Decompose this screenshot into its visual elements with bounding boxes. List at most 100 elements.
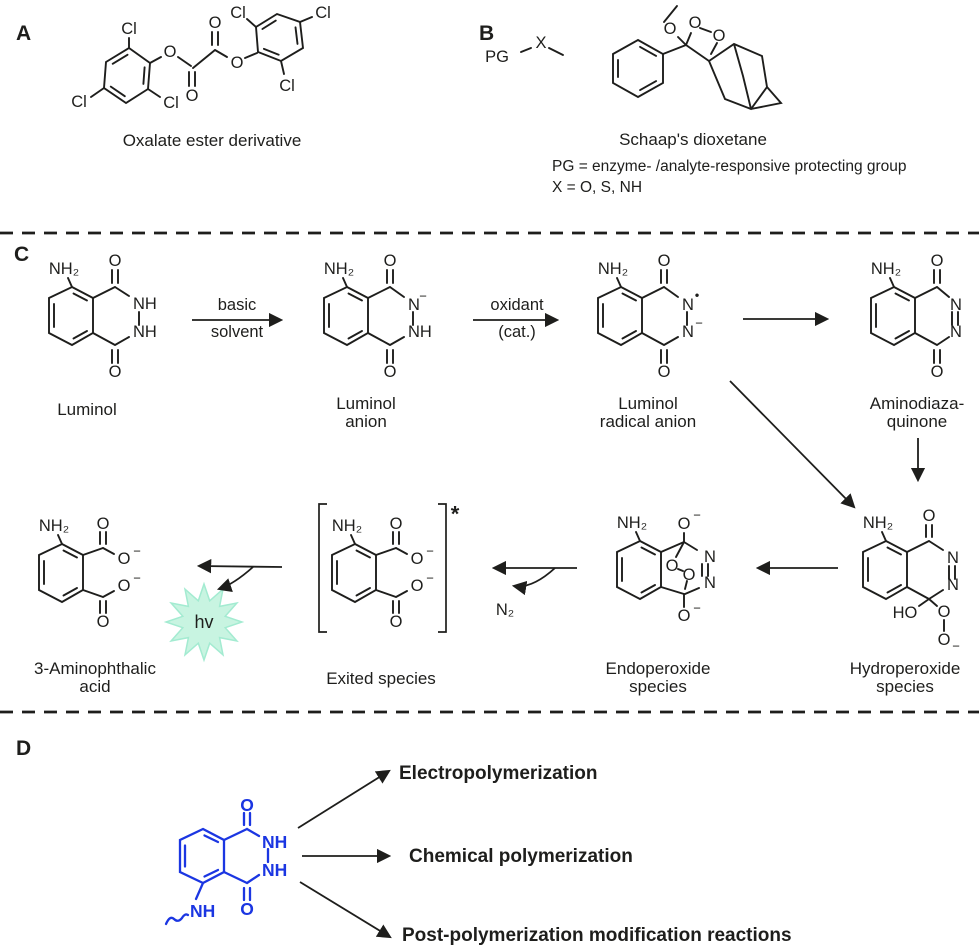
arrow-diagonal-to-hydroperoxide [729, 380, 856, 509]
right-bracket [438, 503, 447, 633]
structure-schaaps-dioxetane: PG X O O O [485, 5, 783, 111]
note-x-definition: X = O, S, NH [552, 179, 643, 196]
atom-o: O [164, 43, 177, 61]
hv-star [163, 581, 245, 663]
charge-minus: − [952, 639, 960, 654]
panel-label-b: B [479, 22, 495, 45]
caption-endoperoxide: Endoperoxide species [606, 660, 711, 696]
caption-line: Luminol [618, 394, 678, 413]
caption-hydroperoxide: Hydroperoxide species [850, 660, 961, 696]
caption-luminol: Luminol [57, 400, 117, 419]
atom-n: N [950, 323, 962, 341]
caption-aminodiazaquinone: Aminodiaza- quinone [870, 395, 965, 431]
structure-luminol-radical-anion: NH₂ O N • N − O [597, 252, 703, 381]
structure-luminol-anion: NH₂ O N − NH O [323, 252, 432, 381]
caption-line: Luminol [336, 394, 396, 413]
atom-nh: NH [133, 295, 157, 313]
atom-o: O [109, 363, 122, 381]
atom-o: O [231, 54, 244, 72]
atom-o: O [384, 252, 397, 270]
panel-label-a: A [16, 22, 32, 45]
atom-o: O [384, 363, 397, 381]
structure-endoperoxide: NH₂ O − O O N N O − [616, 508, 716, 625]
atom-nh2: NH₂ [617, 514, 647, 532]
atom-n: N [947, 576, 959, 594]
atom-nh2: NH₂ [332, 517, 362, 535]
caption-line: species [876, 677, 934, 696]
atom-n: N [947, 549, 959, 567]
structure-oxalate-ester: Cl Cl Cl O O O O Cl Cl Cl [71, 4, 331, 112]
caption-schaaps-dioxetane: Schaap's dioxetane [619, 130, 767, 149]
charge-minus: − [426, 544, 434, 559]
caption-excited-species: Exited species [326, 669, 436, 688]
atom-o: O [186, 87, 199, 105]
structure-aminodiazaquinone: NH₂ O N N O [870, 252, 962, 381]
atom-o: O [658, 363, 671, 381]
atom-n: N [950, 296, 962, 314]
atom-n: N [682, 296, 694, 314]
structure-aminophthalic-acid: NH₂ O O − O − O [38, 515, 141, 631]
structure-luminol: NH₂ O NH NH O [48, 252, 157, 381]
charge-minus: − [133, 544, 141, 559]
note-protecting-group: PG = enzyme- /analyte-responsive protect… [552, 158, 907, 175]
atom-nh: NH [408, 323, 432, 341]
structure-hydroperoxide: NH₂ O N N HO O O − [862, 507, 960, 654]
atom-nh2: NH₂ [871, 260, 901, 278]
atom-o: O [118, 577, 131, 595]
atom-nh2: NH₂ [39, 517, 69, 535]
atom-cl: Cl [163, 94, 179, 112]
atom-o: O [931, 252, 944, 270]
atom-o: O [666, 557, 679, 575]
caption-line: Hydroperoxide [849, 659, 961, 678]
atom-x: X [535, 34, 546, 52]
starburst-shape [163, 581, 245, 663]
panel-label-c: C [14, 243, 30, 266]
atom-o: O [658, 252, 671, 270]
atom-nh2: NH₂ [863, 514, 893, 532]
caption-line: acid [79, 677, 111, 696]
arrow-post-polymerization [299, 881, 392, 939]
atom-o: O [931, 363, 944, 381]
target-post-polymerization: Post-polymerization modification reactio… [402, 925, 792, 946]
caption-line: species [629, 677, 687, 696]
polymer-wavy-bond [164, 913, 190, 926]
charge-minus: − [693, 508, 701, 523]
atom-o: O [411, 550, 424, 568]
target-electropolymerization: Electropolymerization [399, 763, 598, 784]
atom-o: O [109, 252, 122, 270]
atom-pg: PG [485, 48, 509, 66]
caption-line: radical anion [599, 412, 697, 431]
atom-o: O [240, 899, 254, 919]
target-chemical-polymerization: Chemical polymerization [409, 846, 633, 867]
atom-o: O [390, 613, 403, 631]
atom-nh: NH [133, 323, 157, 341]
caption-line: 3-Aminophthalic [34, 659, 156, 678]
atom-o: O [97, 515, 110, 533]
atom-o: O [923, 507, 936, 525]
atom-o: O [118, 550, 131, 568]
atom-o: O [411, 577, 424, 595]
left-bracket [318, 503, 327, 633]
atom-o-methoxy: O [664, 20, 677, 38]
arrow-to-product [196, 558, 283, 574]
atom-o: O [97, 613, 110, 631]
atom-o: O [683, 566, 696, 584]
atom-nh: NH [262, 860, 287, 880]
atom-o: O [938, 603, 951, 621]
atom-cl: Cl [315, 4, 331, 22]
caption-oxalate-ester: Oxalate ester derivative [122, 131, 302, 150]
atom-nh2: NH₂ [324, 260, 354, 278]
atom-o-dioxetane: O [689, 14, 702, 32]
arrow-electropolymerization [297, 769, 391, 829]
atom-cl: Cl [71, 93, 87, 111]
atom-cl: Cl [230, 4, 246, 22]
atom-nh2: NH₂ [49, 260, 79, 278]
atom-o: O [678, 607, 691, 625]
radical-dot: • [695, 288, 700, 303]
atom-o: O [390, 515, 403, 533]
hv-label: hv [194, 612, 214, 632]
dashed-separators [0, 231, 979, 714]
caption-luminol-radical-anion: Luminol radical anion [600, 395, 696, 431]
atom-nh2: NH₂ [598, 260, 628, 278]
